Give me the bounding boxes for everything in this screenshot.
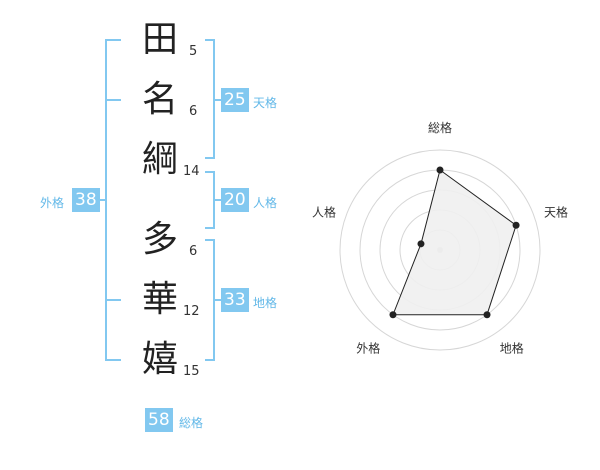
name-char-2: 名 bbox=[141, 79, 178, 120]
name-char-3: 綱 bbox=[141, 139, 178, 180]
tenkaku-label: 天格 bbox=[253, 96, 278, 110]
stroke-count-6: 15 bbox=[183, 364, 200, 379]
radar-point-2 bbox=[512, 221, 520, 229]
tenkaku-bracket bbox=[205, 39, 221, 159]
radar-point-4 bbox=[389, 311, 397, 319]
chikaku-value: 33 bbox=[221, 288, 249, 312]
radar-point-1 bbox=[436, 166, 444, 174]
stroke-count-2: 6 bbox=[189, 104, 198, 119]
stroke-count-5: 12 bbox=[183, 304, 200, 319]
jinkaku-label: 人格 bbox=[253, 196, 278, 210]
stroke-count-3: 14 bbox=[183, 164, 200, 179]
soukaku-value: 58 bbox=[145, 408, 173, 432]
jinkaku-bracket bbox=[205, 171, 221, 229]
soukaku-label: 総格 bbox=[179, 416, 204, 430]
chikaku-label: 地格 bbox=[253, 296, 278, 310]
radar-axis-label-1: 総格 bbox=[428, 120, 452, 135]
gaikaku-value: 38 bbox=[72, 188, 100, 212]
radar-point-3 bbox=[483, 311, 491, 319]
gaikaku-label: 外格 bbox=[40, 196, 65, 210]
jinkaku-value: 20 bbox=[221, 188, 249, 212]
radar-axis-label-3: 地格 bbox=[500, 341, 524, 356]
radar-axis-label-2: 天格 bbox=[544, 204, 568, 219]
radar-axis-label-5: 人格 bbox=[312, 204, 336, 219]
stroke-count-4: 6 bbox=[189, 244, 198, 259]
chikaku-bracket bbox=[205, 239, 221, 361]
stroke-count-1: 5 bbox=[189, 44, 198, 59]
name-char-1: 田 bbox=[141, 19, 178, 60]
name-char-5: 華 bbox=[141, 279, 178, 320]
tenkaku-value: 25 bbox=[221, 88, 249, 112]
radar-value-shape bbox=[392, 169, 517, 316]
name-char-4: 多 bbox=[141, 219, 178, 260]
radar-ring-5 bbox=[339, 149, 541, 351]
radar-axis-label-4: 外格 bbox=[356, 341, 380, 356]
name-char-6: 嬉 bbox=[141, 339, 178, 380]
radar-points bbox=[389, 166, 520, 319]
radar-point-5 bbox=[417, 240, 425, 248]
